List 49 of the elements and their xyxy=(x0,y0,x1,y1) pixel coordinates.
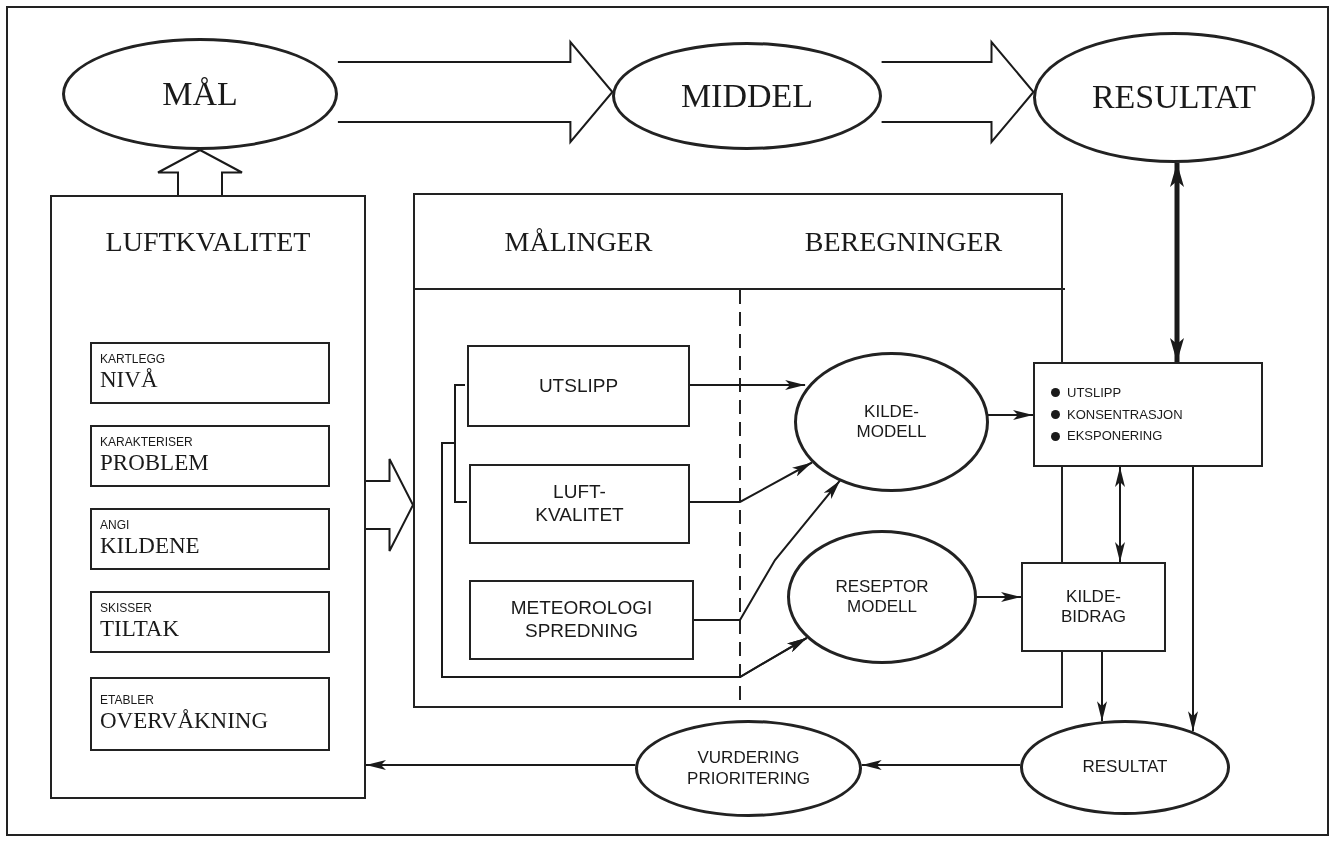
arrow xyxy=(860,760,1022,770)
step-title: TILTAK xyxy=(100,615,180,643)
step-title: KILDENE xyxy=(100,532,200,560)
list-item: KONSENTRASJON xyxy=(1067,406,1183,423)
block-arrow xyxy=(336,39,614,145)
step-label: SKISSER xyxy=(100,601,153,616)
node-label: RESULTAT xyxy=(1082,757,1168,778)
process-box xyxy=(90,342,330,404)
node-label: KILDE- MODELL xyxy=(855,401,928,443)
node-label: METEOROLOGI SPREDNING xyxy=(509,597,654,643)
node-label: KILDE- BIDRAG xyxy=(1059,586,1128,628)
step-title: NIVÅ xyxy=(100,366,158,394)
arrow xyxy=(441,442,808,678)
process-box xyxy=(469,580,694,660)
process-box xyxy=(90,425,330,487)
list-item: EKSPONERING xyxy=(1067,428,1163,444)
panel-heading: LUFTKVALITET xyxy=(104,225,312,259)
double-arrow xyxy=(1170,163,1184,362)
step-label: KARAKTERISER xyxy=(100,435,193,450)
node-label: MIDDEL xyxy=(680,75,814,116)
step-label: ETABLER xyxy=(100,693,154,708)
double-arrow xyxy=(1115,466,1125,563)
step-label: ANGI xyxy=(100,518,130,533)
process-box xyxy=(1033,362,1263,467)
panel xyxy=(50,195,366,799)
step-title: OVERVÅKNING xyxy=(100,707,269,735)
node-label: LUFT- KVALITET xyxy=(534,481,625,527)
process-box xyxy=(90,677,330,751)
node-label: UTSLIPP xyxy=(538,374,619,398)
step-title: PROBLEM xyxy=(100,449,209,477)
step-label: KARTLEGG xyxy=(100,352,166,367)
column-heading: BEREGNINGER xyxy=(804,224,1003,259)
arrow xyxy=(1188,466,1198,733)
process-box xyxy=(1021,562,1166,652)
block-arrow xyxy=(880,39,1035,145)
process-box xyxy=(467,345,690,427)
node-label: RESEPTOR MODELL xyxy=(834,576,930,618)
process-box xyxy=(90,591,330,653)
node-label: RESULTAT xyxy=(1091,77,1257,118)
table-panel xyxy=(413,193,1063,708)
column-heading: MÅLINGER xyxy=(504,224,653,259)
block-arrow xyxy=(365,458,415,552)
arrow xyxy=(365,760,637,770)
block-arrow xyxy=(157,148,243,196)
node-label: VURDERING PRIORITERING xyxy=(686,748,811,789)
node-label: MÅL xyxy=(162,73,238,114)
list-item: UTSLIPP xyxy=(1067,385,1122,401)
process-box xyxy=(469,464,690,544)
process-box xyxy=(90,508,330,570)
